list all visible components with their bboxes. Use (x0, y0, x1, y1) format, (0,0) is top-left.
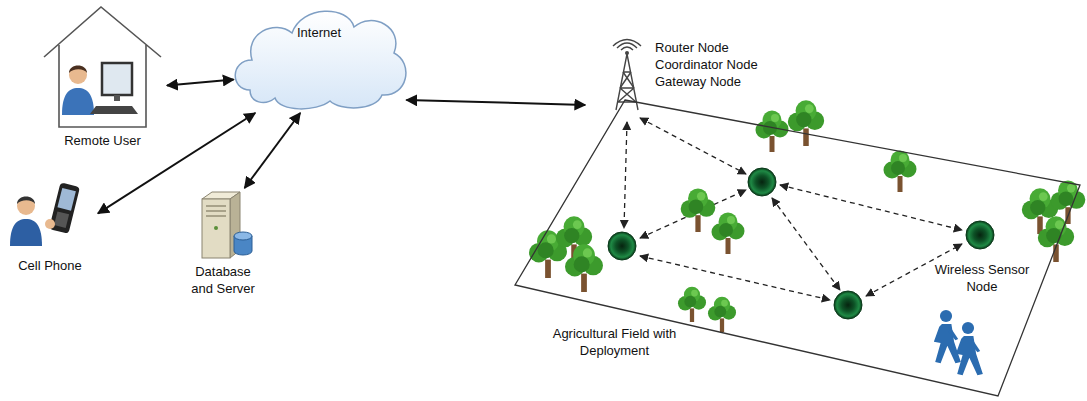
power-light (214, 226, 218, 230)
tree (678, 287, 706, 322)
wireless-link (772, 198, 840, 290)
tree (712, 213, 745, 255)
person-hair (17, 197, 35, 205)
house-walls (59, 45, 146, 127)
agricultural-field: Wireless Sensor NodeAgricultural Field w… (512, 98, 1084, 398)
network-link (406, 100, 585, 105)
node-label: Remote User (40, 133, 165, 150)
wireless-link (780, 185, 962, 230)
node-label: Wireless Sensor Node (932, 262, 1032, 296)
gateway-node: Router NodeCoordinator NodeGateway Node (603, 38, 768, 110)
tree (1038, 216, 1074, 262)
tree (708, 297, 736, 332)
wireless-links (624, 118, 962, 300)
tree (788, 100, 824, 146)
network-link (245, 113, 301, 188)
tree (681, 188, 716, 232)
internet-cloud-graphic (230, 5, 410, 113)
person-body (62, 88, 94, 115)
node-label: Database and Server (186, 264, 260, 298)
signal-wave (613, 40, 641, 47)
sensor-nodes (608, 168, 862, 319)
node-label: Gateway Node (655, 74, 741, 91)
person-hair (69, 66, 87, 74)
person-hand (45, 219, 55, 229)
sensor-circle (966, 221, 994, 249)
person-head (69, 66, 87, 84)
remote-user-icon-graphic (40, 3, 167, 153)
network-link (167, 80, 234, 86)
monitor-stand (114, 95, 120, 101)
remote-user-icon: Remote User (40, 3, 167, 153)
wireless-link (624, 122, 627, 228)
sensor-node (608, 232, 636, 260)
person-walking (956, 322, 983, 375)
signal-wave (617, 43, 637, 48)
database-server: Database and Server (178, 188, 268, 300)
person-head (17, 197, 35, 215)
phone-screen (57, 188, 75, 211)
keyboard (90, 106, 138, 114)
internet-cloud: Internet (230, 5, 410, 113)
monitor (102, 63, 132, 95)
node-label: Cell Phone (4, 258, 96, 275)
tree (884, 151, 917, 193)
person-walking (934, 310, 961, 363)
field-outline (515, 100, 1080, 396)
node-label: Router Node (655, 40, 729, 57)
mast-lattice (618, 72, 636, 102)
person-body (10, 219, 42, 246)
wireless-sensor-node: Wireless Sensor Node (932, 220, 1034, 304)
field-label: Agricultural Field with Deployment (552, 326, 677, 360)
wireless-link (640, 256, 830, 300)
node-label: Coordinator Node (655, 57, 758, 74)
signal-wave (621, 47, 633, 50)
cell-phone-user: Cell Phone (4, 182, 98, 277)
database-top (234, 232, 252, 240)
sensor-node (834, 291, 862, 319)
tree (756, 111, 789, 153)
antenna-tip (625, 51, 629, 55)
sensor-node (748, 168, 776, 196)
walking-people (934, 310, 983, 375)
server-front (202, 199, 230, 258)
wireless-link (640, 118, 746, 174)
tree (565, 244, 603, 292)
phone-keypad (54, 211, 69, 227)
node-label: Internet (230, 25, 408, 42)
drive-bays (206, 206, 226, 216)
house-roof (44, 7, 161, 57)
trees (529, 100, 1085, 332)
